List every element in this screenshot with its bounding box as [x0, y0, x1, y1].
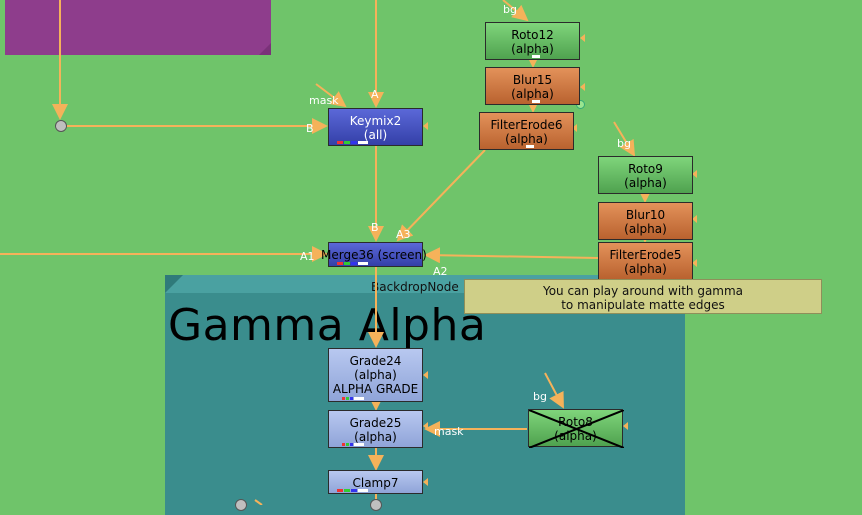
- node-name: Clamp7: [352, 476, 399, 490]
- pipe-label-mask-grade25: mask: [434, 425, 464, 438]
- node-grade24[interactable]: Grade24 (alpha) ALPHA GRADE: [328, 348, 423, 402]
- node-label: ALPHA GRADE: [332, 382, 419, 396]
- node-channels: (alpha): [505, 132, 548, 146]
- pipe-bg-roto12: [502, 0, 529, 22]
- pipe-label-bg: bg: [503, 3, 517, 16]
- node-channels: (alpha): [624, 262, 667, 276]
- node-channels: (alpha): [354, 430, 397, 444]
- backdrop-resize-handle[interactable]: [259, 43, 271, 55]
- node-channels: (alpha): [354, 368, 397, 382]
- node-channels: (alpha): [511, 42, 554, 56]
- pipe-label-a: A: [371, 88, 379, 101]
- dot-node-bottom-center[interactable]: [370, 499, 382, 511]
- node-roto8-disabled[interactable]: Roto8 (alpha): [528, 409, 624, 448]
- pipe-a2-merge: [424, 247, 599, 264]
- tooltip-line-2: to manipulate matte edges: [561, 298, 725, 312]
- pipe-a3-merge: [396, 149, 486, 242]
- pipe-label-a1: A1: [300, 250, 315, 263]
- pipe-bg-roto8: [544, 372, 564, 409]
- pipe-label-bg-roto8: bg: [533, 390, 547, 403]
- dot-node-bottom[interactable]: [235, 499, 247, 511]
- node-keymix2[interactable]: Keymix2 (all): [328, 108, 423, 146]
- node-grade25[interactable]: Grade25 (alpha): [328, 410, 423, 448]
- dot-node[interactable]: [55, 120, 67, 132]
- tooltip-line-1: You can play around with gamma: [542, 284, 744, 298]
- disabled-cross-icon: [529, 410, 624, 448]
- pipe-label-mask: mask: [309, 94, 339, 107]
- node-name: FilterErode5: [609, 248, 682, 262]
- pipe-label-b-merge: B: [371, 221, 379, 234]
- node-name: Blur10: [625, 208, 666, 222]
- backdrop-title: Gamma Alpha: [168, 300, 487, 351]
- pipe-bg-roto9: [613, 121, 636, 157]
- pipe-label-bg-roto9: bg: [617, 137, 631, 150]
- node-name: FilterErode6: [490, 118, 563, 132]
- node-channels: (alpha): [624, 222, 667, 236]
- node-name: Blur15: [512, 73, 553, 87]
- node-name: Merge36 (screen): [321, 248, 427, 262]
- node-channels: (alpha): [624, 176, 667, 190]
- node-roto12[interactable]: Roto12 (alpha): [485, 22, 580, 60]
- node-name: Roto12: [511, 28, 554, 42]
- pipe-label-a2: A2: [433, 265, 448, 278]
- node-clamp7[interactable]: Clamp7: [328, 470, 423, 494]
- pipe-bottom-left: [254, 499, 263, 505]
- node-filtererode5[interactable]: FilterErode5 (alpha): [598, 242, 693, 280]
- node-merge36[interactable]: Merge36 (screen): [321, 242, 427, 267]
- node-roto9[interactable]: Roto9 (alpha): [598, 156, 693, 194]
- node-name: Keymix2: [349, 114, 402, 128]
- backdrop-name: BackdropNode: [371, 280, 459, 294]
- pipe-label-b: B: [306, 122, 314, 135]
- node-name: Roto9: [628, 162, 663, 176]
- backdrop-purple[interactable]: [5, 0, 271, 55]
- backdrop-corner-icon: [165, 275, 183, 293]
- node-blur15[interactable]: Blur15 (alpha): [485, 67, 580, 105]
- node-name: Grade25: [349, 416, 402, 430]
- pipe-label-a3: A3: [396, 228, 411, 241]
- node-name: Grade24: [349, 354, 402, 368]
- node-blur10[interactable]: Blur10 (alpha): [598, 202, 693, 240]
- pipe-mask-keymix: [315, 83, 347, 108]
- node-channels: (all): [363, 128, 388, 142]
- node-channels: (alpha): [511, 87, 554, 101]
- node-filtererode6[interactable]: FilterErode6 (alpha): [479, 112, 574, 150]
- node-tooltip: You can play around with gamma to manipu…: [464, 279, 822, 314]
